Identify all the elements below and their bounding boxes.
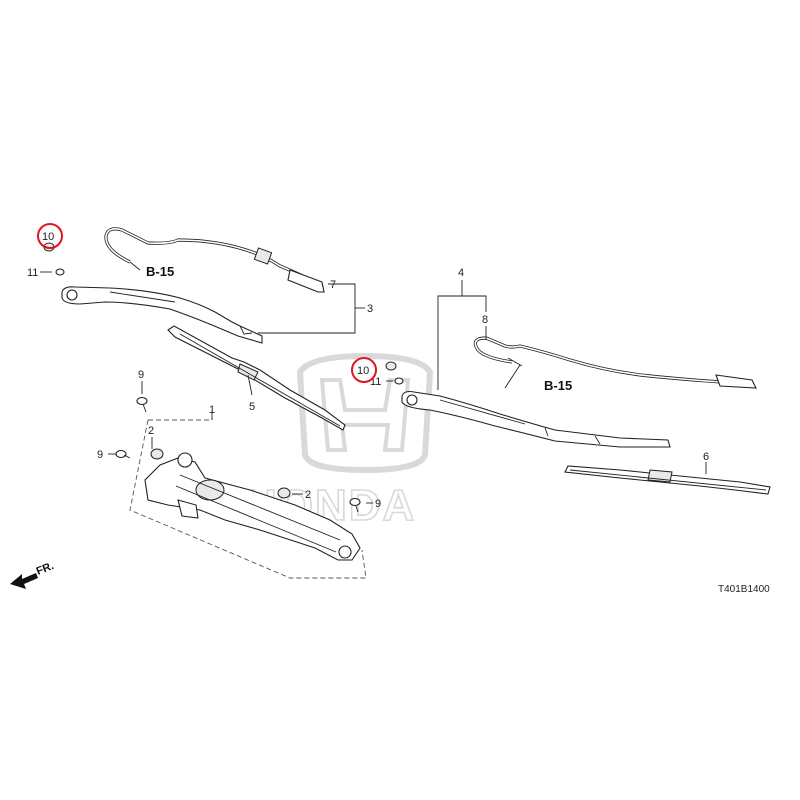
callout-10-right: 10 [357,365,369,377]
front-direction-arrow: FR. [10,560,56,589]
callout-2-top: 2 [148,425,154,437]
wiper-arm-3 [61,286,263,344]
callout-9-top: 9 [138,369,144,381]
callout-7: 7 [330,279,336,291]
washer-11-left [55,268,65,276]
highlight-circle-left [37,223,63,249]
callout-10-left: 10 [42,231,54,243]
callout-4: 4 [458,267,464,279]
callout-2-right: 2 [305,489,311,501]
bolt-9-top [136,396,148,413]
callout-6: 6 [703,451,709,463]
front-direction-label: FR. [35,560,56,578]
callout-9-left: 9 [97,449,103,461]
callout-11-right: 11 [370,376,381,388]
callout-1: 1 [209,404,215,416]
highlight-circle-right [351,357,377,383]
callout-11-left: 11 [27,267,38,279]
washer-tube-7 [104,227,325,293]
callout-3: 3 [367,303,373,315]
reference-b15-left: B-15 [146,264,174,279]
wiper-linkage-1 [144,452,361,561]
reference-b15-right: B-15 [544,378,572,393]
callout-9-right: 9 [375,498,381,510]
grommet-2-right [277,487,291,499]
washer-11-right [394,377,404,385]
bolt-9-right [349,497,361,513]
callout-8: 8 [482,314,488,326]
wiper-blade-5 [167,325,346,431]
bolt-9-left [115,449,131,459]
washer-tube-8 [473,336,757,389]
nut-10-right [385,361,397,371]
callout-5: 5 [249,401,255,413]
assembly-bracket [129,419,367,579]
diagram-code: T401B1400 [718,584,770,595]
grommet-2-top [150,448,164,460]
wiper-arm-4 [401,390,671,448]
wiper-blade-6 [564,465,771,495]
